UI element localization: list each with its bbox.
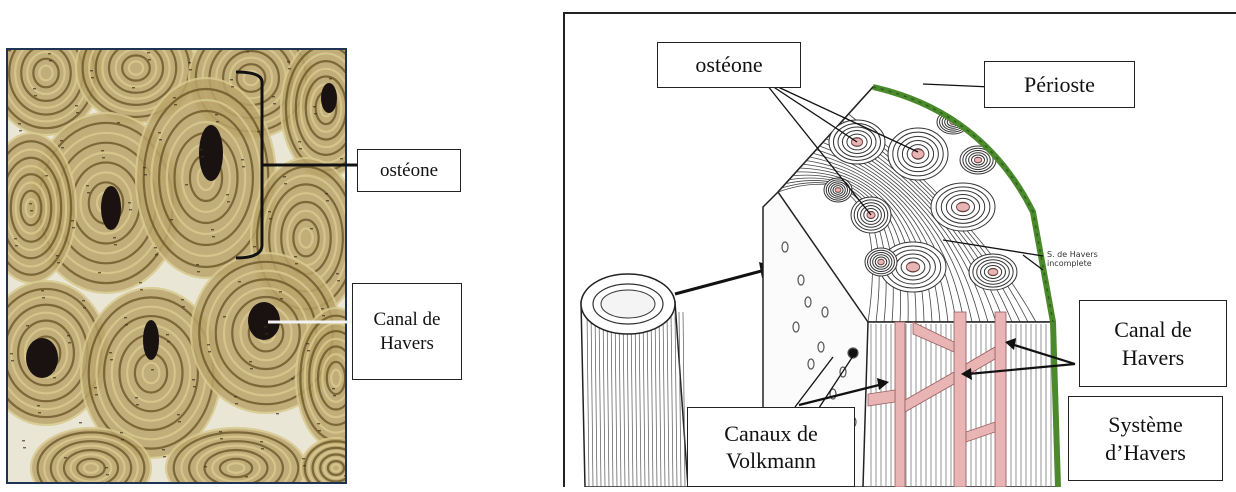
long-bone-shaft [581,274,688,487]
volkmann-canals-label: Canaux de Volkmann [687,407,855,487]
diagram-osteon-8 [865,248,897,276]
incomplete-havers-note: S. de Havers incomplete [1047,251,1147,269]
diagram-osteon-4 [931,183,995,231]
havers-system-label: Système d’Havers [1068,396,1223,481]
diagram-osteon-9 [969,254,1017,290]
micrograph-osteon-label: ostéone [357,149,461,192]
osteon-bracket [236,72,262,258]
diagram-osteon-6 [824,178,852,202]
micrograph-annotation-lines [0,0,560,487]
diagram-osteon-2 [888,128,948,180]
zoom-arrow [675,270,765,294]
diagram-haversian-canal-label: Canal de Havers [1079,300,1227,387]
periosteum-label: Périoste [984,61,1135,108]
micrograph-haversian-canal-label: Canal de Havers [352,283,462,380]
diagram-osteon-label: ostéone [657,42,801,88]
